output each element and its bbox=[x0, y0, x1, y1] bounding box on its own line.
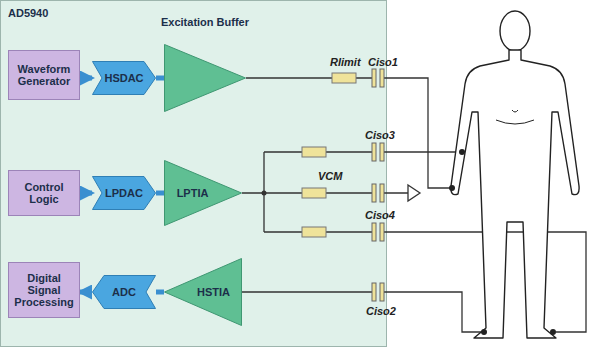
component-label: Ciso3 bbox=[365, 129, 395, 141]
amplifier-triangle: LPTIA bbox=[164, 160, 242, 226]
function-box: Waveform Generator bbox=[8, 50, 80, 100]
electrode-dot bbox=[449, 149, 556, 335]
block-outline bbox=[164, 44, 246, 112]
block-label: HSTIA bbox=[197, 286, 230, 298]
capacitor-symbol bbox=[372, 69, 384, 301]
human-figure bbox=[451, 11, 579, 338]
amplifier-triangle: HSTIA bbox=[164, 258, 242, 326]
text-holder: LPDAC bbox=[92, 176, 156, 210]
signal-arrow bbox=[80, 191, 92, 196]
chip-name: AD5940 bbox=[8, 7, 48, 19]
block-label: ADC bbox=[112, 286, 136, 298]
ground-symbol bbox=[408, 185, 420, 201]
block-label: LPDAC bbox=[105, 187, 143, 199]
text-holder: LPTIA bbox=[164, 160, 242, 226]
signal-arrow bbox=[156, 76, 164, 81]
text-holder: Waveform Generator bbox=[8, 50, 80, 100]
function-box: Control Logic bbox=[8, 170, 80, 216]
resistor-symbol bbox=[302, 73, 356, 237]
text-holder: Control Logic bbox=[8, 170, 80, 216]
component-label: VCM bbox=[318, 170, 342, 182]
component-label: Rlimit bbox=[330, 56, 361, 68]
component-label: Ciso4 bbox=[365, 209, 395, 221]
function-box: Digital Signal Processing bbox=[8, 262, 80, 318]
component-label: Ciso1 bbox=[368, 56, 398, 68]
converter-block: LPDAC bbox=[92, 176, 156, 210]
signal-arrow bbox=[80, 290, 92, 295]
block-label: Control Logic bbox=[11, 181, 77, 205]
chip-panel bbox=[1, 1, 387, 347]
amplifier-triangle: Excitation Buffer bbox=[164, 44, 246, 112]
block-label: LPTIA bbox=[177, 187, 209, 199]
block-label: Digital Signal Processing bbox=[11, 272, 77, 308]
converter-block: HSDAC bbox=[92, 61, 156, 95]
block-label: HSDAC bbox=[104, 72, 143, 84]
block-label: Excitation Buffer bbox=[158, 16, 252, 28]
converter-block: ADC bbox=[92, 275, 156, 309]
signal-arrow bbox=[156, 191, 164, 196]
signal-arrow bbox=[80, 76, 92, 81]
signal-arrow bbox=[156, 290, 164, 295]
text-holder: HSDAC bbox=[92, 61, 156, 95]
text-holder: HSTIA bbox=[164, 258, 242, 326]
block-label: Waveform Generator bbox=[11, 63, 77, 87]
component-label: Ciso2 bbox=[366, 305, 396, 317]
text-holder: ADC bbox=[92, 275, 156, 309]
text-holder: Digital Signal Processing bbox=[8, 262, 80, 318]
